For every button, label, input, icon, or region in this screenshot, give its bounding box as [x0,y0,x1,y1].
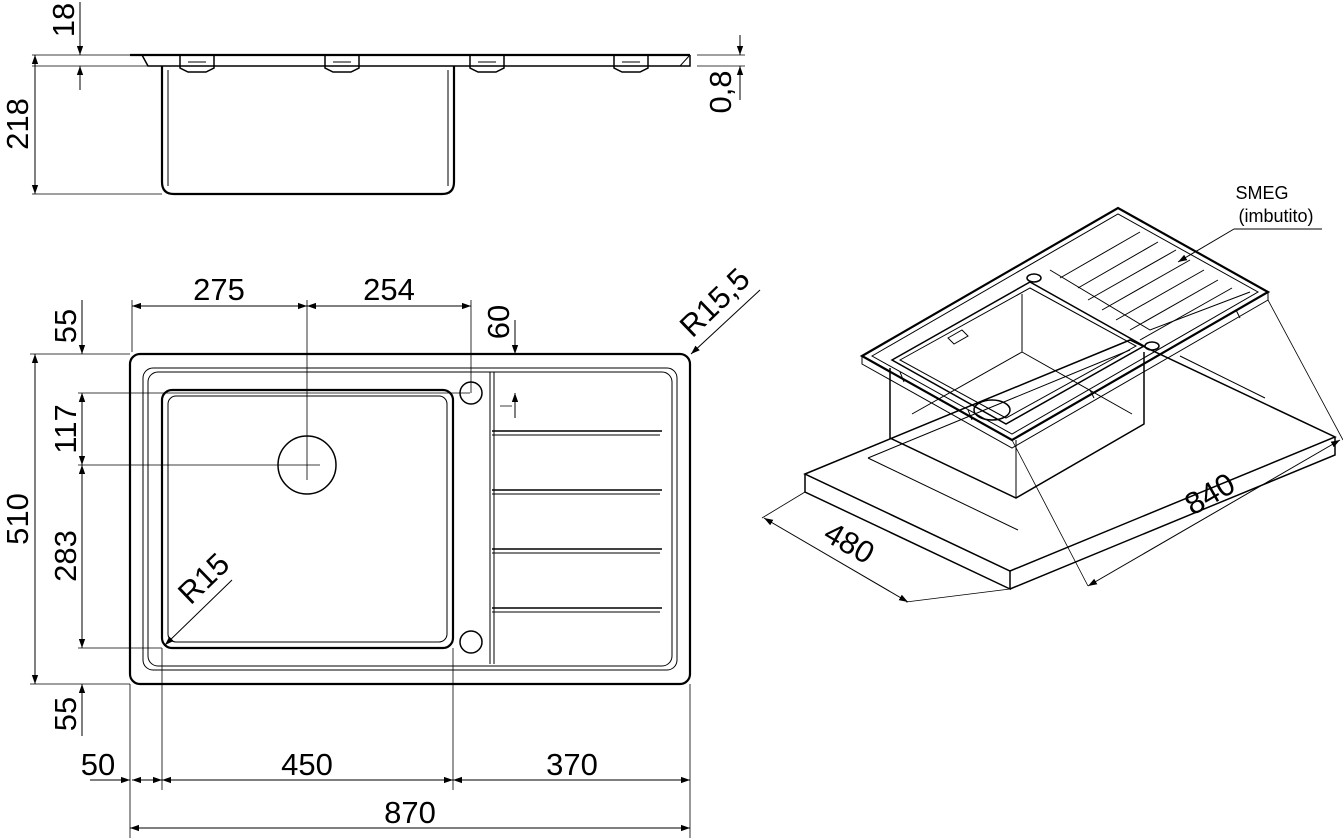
isometric-view: SMEG (imbutito) 840 480 [761,183,1343,603]
dim-bowl-width: 450 [281,747,333,782]
dim-flange-height: 18 [46,3,81,37]
top-view: 275 254 60 R15,5 55 117 283 510 55 R15 5… [0,261,761,838]
dim-tap-x: 254 [363,272,415,307]
dim-thickness: 0,8 [703,70,738,113]
dim-top-margin: 55 [48,309,83,343]
dim-drain-x: 275 [193,272,245,307]
dim-overall-width: 870 [384,795,436,830]
dim-bottom-margin: 55 [48,697,83,731]
dim-drain-y: 117 [48,404,83,453]
brand-label: SMEG [1235,183,1288,203]
mounting-clips [179,55,649,73]
dim-bowl-radius: R15 [171,546,236,611]
dim-tap-y: 60 [481,305,516,339]
dim-left-margin: 50 [81,747,115,782]
dim-overall-depth: 510 [0,493,35,545]
drainer-ribs [492,430,662,613]
side-view: 18 218 0,8 [0,2,745,196]
iso-drainer-ribs [1049,231,1251,341]
dim-cutout-width: 840 [1179,466,1241,522]
dim-drain-to-bowl: 283 [48,530,83,582]
tap-hole-bottom [459,630,483,654]
dim-bowl-height: 218 [0,98,35,150]
brand-note: (imbutito) [1238,206,1313,226]
dim-drainer-width: 370 [546,747,598,782]
